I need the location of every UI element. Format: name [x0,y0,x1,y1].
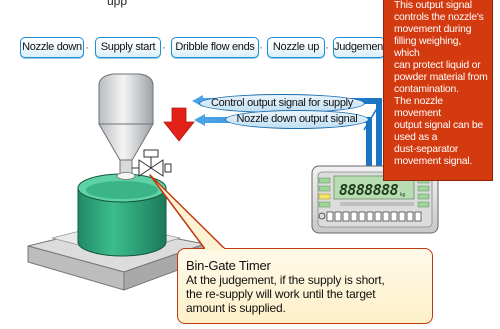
indicator-unit: kg [400,192,406,198]
callout-line: the re-supply will work until the target [186,287,376,301]
note-line: output signal can be [394,120,484,131]
note-line: contamination. [394,84,459,95]
green-container [77,173,167,257]
step-separator: · [325,40,329,54]
indicator-readout: 8888888 [339,181,399,199]
heading-fragment: upp [107,0,128,8]
callout-line: At the judgement, if the supply is short… [186,273,385,287]
nozzle-down-signal-label: Nozzle down output signal [225,110,369,129]
bubble-pointer-join [205,248,224,251]
note-line: powder material from [394,72,488,83]
step-dribble-flow-ends: Dribble flow ends [171,37,259,58]
step-nozzle-down: Nozzle down [20,37,84,58]
weighing-indicator: 8888888 kg [311,165,439,234]
step-judgement: Judgement [333,37,386,58]
hopper [98,73,154,180]
note-line: controls the nozzle's [394,12,484,23]
down-arrow-icon [163,107,195,142]
step-separator: · [259,40,263,54]
note-line: movement signal. [394,156,473,167]
valve [132,149,172,177]
callout-line: amount is supplied. [186,301,286,315]
note-line: The nozzle movement [394,96,443,119]
note-line: used as a [394,132,438,143]
step-nozzle-up: Nozzle up [267,37,325,58]
step-separator: · [162,40,166,54]
bin-gate-timer-callout: Bin-Gate Timer At the judgement, if the … [177,248,433,324]
note-line: can protect liquid or [394,60,481,71]
step-supply-start: Supply start [95,37,161,58]
callout-title: Bin-Gate Timer [186,258,271,273]
note-line: movement during [394,24,472,35]
nozzle-signal-note: This output signal controls the nozzle's… [383,0,493,181]
note-line: This output signal [394,0,472,11]
note-line: filling weighing, which [394,36,462,59]
note-line: dust-separator [394,144,459,155]
step-separator: · [85,40,89,54]
